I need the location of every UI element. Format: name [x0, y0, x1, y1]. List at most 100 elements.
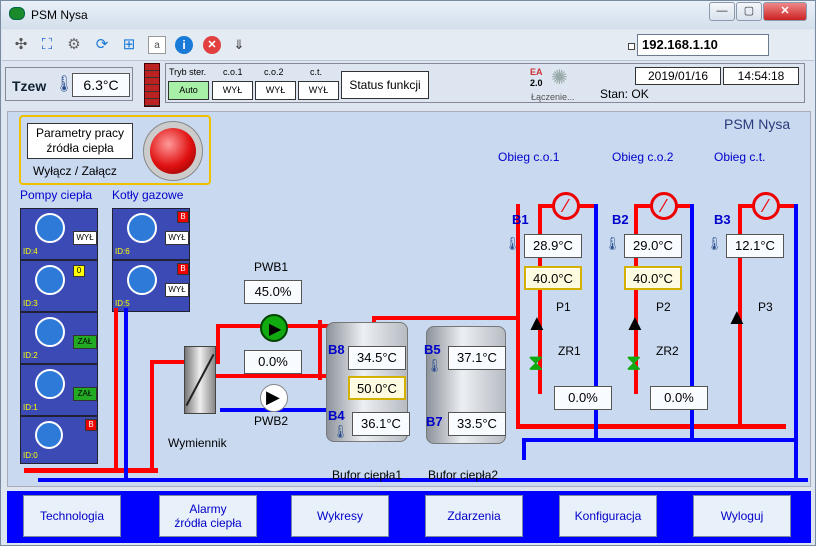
p2-label: P2: [656, 300, 671, 314]
nav-wykresy[interactable]: Wykresy: [291, 495, 389, 537]
co1-state[interactable]: WYŁ: [212, 81, 253, 100]
pump-state: ZAŁ: [73, 387, 97, 401]
b8-label: B8: [328, 342, 345, 357]
b8-value: 34.5°C: [348, 346, 406, 370]
nav-konfiguracja[interactable]: Konfiguracja: [559, 495, 657, 537]
app-eye-icon: [9, 7, 25, 20]
boiler-state: WYŁ: [165, 231, 189, 245]
pump-id: ID:1: [23, 403, 38, 412]
b4-value: 36.1°C: [352, 412, 410, 436]
b4-label: B4: [328, 408, 345, 423]
fan-icon: [127, 265, 157, 295]
version-label: 2.0: [530, 78, 543, 88]
pump-state: WYŁ: [73, 231, 97, 245]
b5-value: 37.1°C: [448, 346, 506, 370]
onoff-button[interactable]: [143, 121, 203, 181]
pipe: [372, 316, 516, 320]
b2-setpoint[interactable]: 40.0°C: [624, 266, 682, 290]
pipe: [594, 204, 598, 438]
heat-pump-4[interactable]: ID:4 WYŁ: [20, 208, 98, 260]
nav-technologia[interactable]: Technologia: [23, 495, 121, 537]
fan-icon: [35, 317, 65, 347]
network-icon[interactable]: ✣: [14, 36, 28, 53]
pump-badge: 0: [73, 265, 85, 277]
window-title: PSM Nysa: [31, 8, 88, 22]
file-icon[interactable]: a: [148, 36, 166, 54]
boiler-state: WYŁ: [165, 283, 189, 297]
nav-zdarzenia[interactable]: Zdarzenia: [425, 495, 523, 537]
status-funkcji-button[interactable]: Status funkcji: [341, 71, 429, 99]
nav-wyloguj[interactable]: Wyloguj: [693, 495, 791, 537]
pipe: [516, 204, 520, 426]
pump-icon[interactable]: ▲: [726, 304, 748, 329]
zr1-value: 0.0%: [554, 386, 612, 410]
date-display: 2019/01/16: [635, 67, 721, 85]
valve-icon[interactable]: ⧗: [626, 350, 642, 375]
slash-circle-icon: ⁄: [552, 192, 580, 220]
pwb1-pump[interactable]: ▶: [260, 314, 288, 342]
b1-value: 28.9°C: [524, 234, 582, 258]
brand-label: PSM Nysa: [724, 116, 791, 132]
synoptic-panel: PSM Nysa Parametry pracy źródła ciepła W…: [7, 111, 811, 487]
play-icon: ▶: [266, 387, 280, 407]
ip-checkbox[interactable]: [628, 43, 635, 50]
tryb-auto-button[interactable]: Auto: [168, 81, 209, 100]
b7-value: 33.5°C: [448, 412, 506, 436]
thermometer-icon: 🌡: [504, 236, 521, 251]
fan-icon: [35, 213, 65, 243]
params-button[interactable]: Parametry pracy źródła ciepła: [27, 123, 133, 159]
windows-icon[interactable]: ⊞: [122, 36, 136, 53]
info-icon[interactable]: i: [175, 36, 193, 54]
pipe: [150, 360, 154, 472]
pump-icon[interactable]: ▲: [624, 310, 646, 335]
ip-address-field[interactable]: 192.168.1.10: [637, 34, 769, 56]
pump-state: ZAŁ: [73, 335, 97, 349]
pipe: [318, 320, 322, 380]
export-icon[interactable]: ⇓: [233, 37, 245, 52]
pump-id: ID:4: [23, 247, 38, 256]
minimize-button[interactable]: —: [709, 2, 735, 21]
nav-alarmy[interactable]: Alarmy źródła ciepła: [159, 495, 257, 537]
pump-icon[interactable]: ▲: [526, 310, 548, 335]
heat-pump-1[interactable]: ID:1 ZAŁ: [20, 364, 98, 416]
heat-exchanger[interactable]: [184, 346, 216, 414]
b8-setpoint[interactable]: 50.0°C: [348, 376, 406, 400]
b1-setpoint[interactable]: 40.0°C: [524, 266, 582, 290]
pipe: [216, 374, 326, 378]
fullscreen-icon[interactable]: ⛶: [41, 36, 53, 53]
thermometer-icon: 🌡: [706, 236, 723, 251]
co2-state[interactable]: WYŁ: [255, 81, 296, 100]
ct-state[interactable]: WYŁ: [298, 81, 339, 100]
exchanger-label: Wymiennik: [168, 436, 227, 450]
ct-label: c.t.: [310, 67, 323, 77]
close-button[interactable]: ✕: [763, 2, 807, 21]
red-light-icon: [150, 128, 196, 174]
tank2-label: Bufor ciepła2: [428, 468, 499, 482]
pipe: [24, 468, 158, 473]
maximize-button[interactable]: ▢: [736, 2, 762, 21]
b2-label: B2: [612, 212, 629, 227]
circuit2-title: Obieg c.o.2: [612, 150, 674, 164]
stop-icon[interactable]: ✕: [203, 36, 221, 54]
pwb2-pump[interactable]: ▶: [260, 384, 288, 412]
b3-value: 12.1°C: [726, 234, 784, 258]
b7-label: B7: [426, 414, 443, 429]
refresh-icon[interactable]: ⟳: [95, 36, 109, 53]
onoff-label: Wyłącz / Załącz: [33, 164, 117, 178]
tryb-label: Tryb ster.: [169, 67, 207, 77]
circuit1-title: Obieg c.o.1: [498, 150, 560, 164]
co2-label: c.o.2: [264, 67, 284, 77]
pwb1-label: PWB1: [254, 260, 289, 274]
valve-icon[interactable]: ⧗: [528, 350, 544, 375]
zr2-value: 0.0%: [650, 386, 708, 410]
time-display: 14:54:18: [723, 67, 799, 85]
gear-icon[interactable]: ⚙: [67, 36, 81, 53]
status-bar: Tzew 🌡 6.3°C Tryb ster. Auto c.o.1 WYŁ c…: [1, 63, 815, 107]
pipe: [124, 308, 128, 478]
